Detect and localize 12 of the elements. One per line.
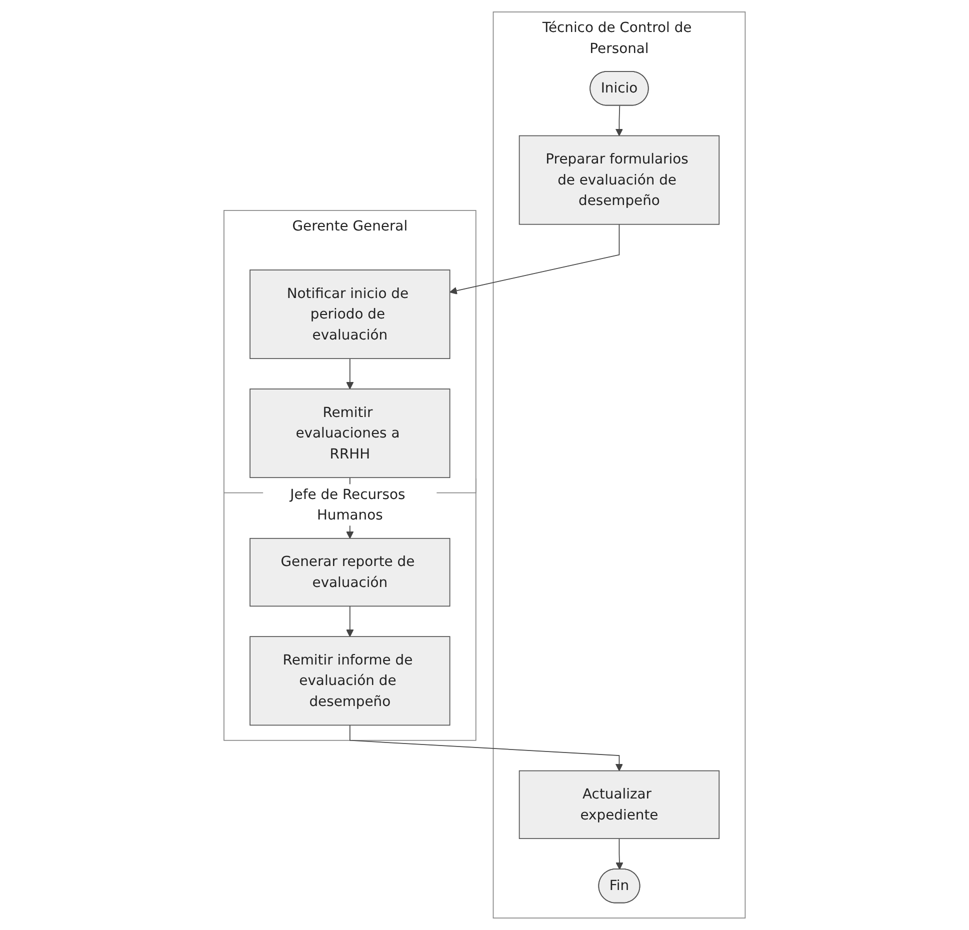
node-box: Remitir informe de evaluación de desempeño	[250, 636, 450, 726]
arrow	[449, 224, 620, 294]
node-box: Actualizar expediente	[518, 770, 720, 839]
arrow	[346, 358, 354, 390]
node-box: Preparar formularios de evaluación de desempeño	[518, 135, 720, 225]
arrow	[615, 105, 623, 136]
node-box: Notificar inicio de periodo de evaluación	[250, 270, 450, 359]
arrow	[346, 606, 354, 637]
arrow	[616, 838, 624, 870]
node-box: Generar reporte de evaluación	[250, 538, 450, 607]
node-box: Remitir evaluaciones a RRHH	[250, 388, 450, 478]
arrow	[349, 724, 623, 772]
